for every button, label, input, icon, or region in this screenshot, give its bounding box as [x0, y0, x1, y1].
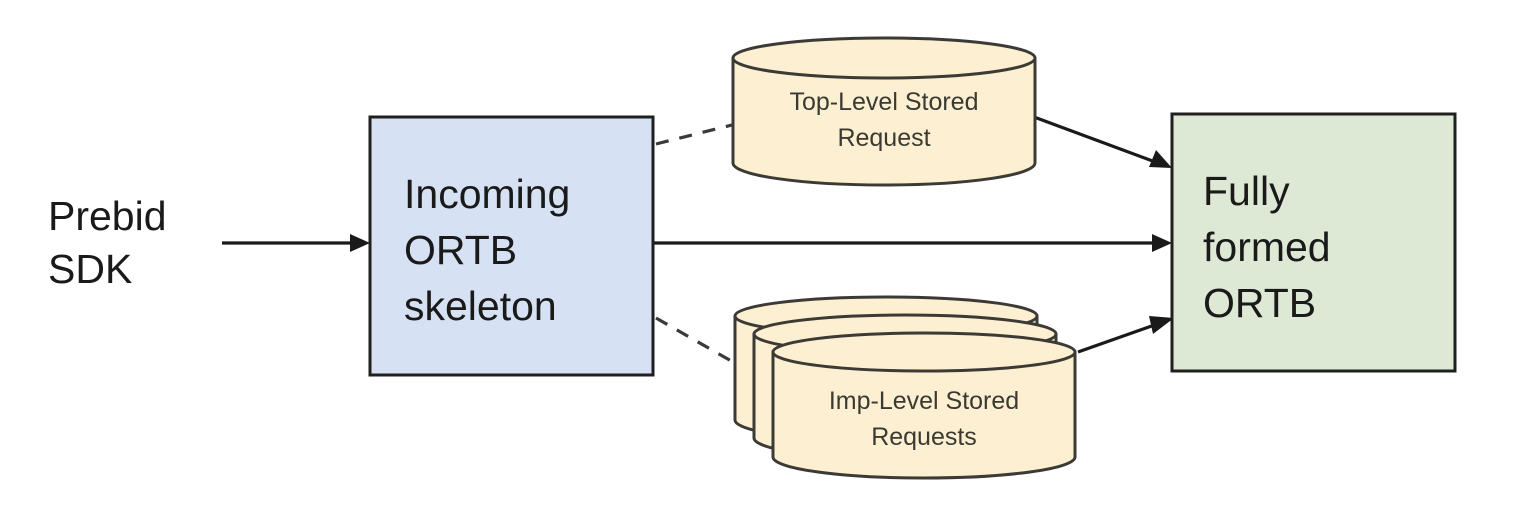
top-level-cylinder-body[interactable]	[731, 56, 1037, 187]
fully-formed-ortb-box[interactable]	[1170, 112, 1457, 373]
imp-level-stored-requests-label-line-2: Requests	[871, 423, 977, 451]
fully-formed-ortb-label-line-1: Fully	[1203, 168, 1290, 214]
edge-top-level-to-ortb	[1033, 115, 1172, 168]
incoming-ortb-skeleton-label-line-3: skeleton	[404, 283, 557, 329]
prebid-sdk-label-line-2: SDK	[48, 246, 132, 292]
top-level-stored-request-label-line-1: Top-Level Stored	[789, 88, 978, 116]
node-prebid-sdk: Prebid SDK	[48, 193, 167, 292]
node-top-level-stored-request[interactable]: Top-Level Stored Request	[731, 36, 1037, 187]
incoming-ortb-skeleton-label-line-1: Incoming	[404, 171, 570, 217]
incoming-ortb-skeleton-box[interactable]	[368, 115, 655, 377]
node-imp-level-stored-requests[interactable]: Imp-Level Stored Requests	[733, 295, 1077, 480]
fully-formed-ortb-label-line-3: ORTB	[1203, 280, 1316, 326]
edge-skeleton-to-top-level	[655, 122, 737, 146]
edge-skeleton-to-imp-level	[655, 316, 741, 368]
node-incoming-ortb-skeleton[interactable]: Incoming ORTB skeleton	[368, 115, 655, 377]
imp-level-stored-requests-label-line-1: Imp-Level Stored	[829, 387, 1019, 415]
top-level-stored-request-label-line-2: Request	[837, 124, 930, 152]
incoming-ortb-skeleton-label-line-2: ORTB	[404, 227, 517, 273]
node-fully-formed-ortb[interactable]: Fully formed ORTB	[1170, 112, 1457, 373]
fully-formed-ortb-label-line-2: formed	[1203, 224, 1331, 270]
edge-skeleton-to-ortb	[653, 234, 1172, 252]
imp-level-cylinder-front[interactable]	[771, 331, 1077, 480]
prebid-sdk-label-line-1: Prebid	[48, 193, 167, 239]
top-level-cylinder-top	[731, 36, 1037, 80]
edge-imp-level-to-ortb	[1077, 316, 1174, 354]
edge-sdk-to-skeleton	[222, 234, 370, 252]
